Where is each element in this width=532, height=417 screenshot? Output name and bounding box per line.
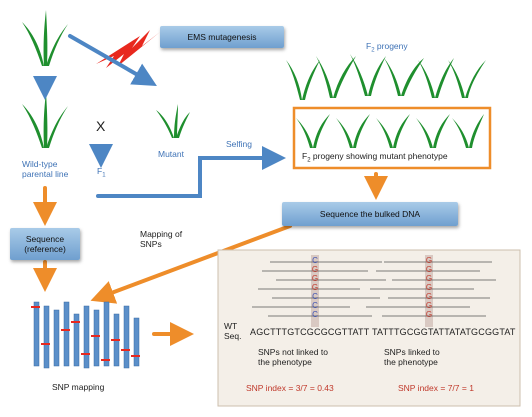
snp-base: C: [312, 301, 318, 310]
f2-phenotype-frame: [292, 106, 492, 170]
snp-index-right: SNP index = 7/7 = 1: [398, 383, 474, 393]
sequence-reference-label-1: Sequence: [25, 234, 65, 244]
snp-base: C: [312, 310, 318, 319]
snp-base: G: [311, 283, 319, 292]
wild-type-plant: [22, 92, 68, 148]
snp-column-highlight-right: [425, 255, 433, 327]
mutant-label: Mutant: [158, 149, 184, 159]
ems-mutagenesis-label: EMS mutagenesis: [187, 32, 257, 42]
sequence-reads: [252, 261, 496, 317]
snp-column-highlight-left: [311, 255, 319, 327]
snp-base: G: [425, 256, 433, 265]
snp-base: C: [312, 256, 318, 265]
f2-mutant-phenotype-label: F2 progeny showing mutant phenotype: [302, 151, 448, 164]
f1-label: F1: [97, 166, 106, 179]
snp-base: G: [425, 265, 433, 274]
snp-base: G: [425, 301, 433, 310]
blue-arrows: [33, 34, 286, 198]
sequence-bulked-label: Sequence the bulked DNA: [319, 209, 421, 219]
snp-index-left: SNP index = 3/7 = 0.43: [246, 383, 334, 393]
mutant-plant: [156, 104, 190, 138]
sequence-reference-label-2: (reference): [24, 244, 66, 254]
snp-base: G: [425, 274, 433, 283]
wt-sequence-left: AGCTTTGTCGCGCGTTATT: [250, 327, 370, 337]
snp-base: G: [311, 265, 319, 274]
wild-type-plant-top: [22, 10, 68, 66]
snp-base: G: [425, 310, 433, 319]
sequence-bulked-dna-box: Sequence the bulked DNA: [282, 202, 458, 226]
f2-progeny-plants: [286, 54, 486, 148]
chromosome-bars: [33, 301, 140, 369]
snp-base: G: [311, 274, 319, 283]
snp-base: G: [425, 283, 433, 292]
snp-base: G: [425, 292, 433, 301]
f2-progeny-label: F2 progeny: [366, 41, 408, 54]
snp-mapping-label: SNP mapping: [52, 382, 105, 392]
selfing-label: Selfing: [226, 139, 252, 149]
orange-arrows: [33, 172, 388, 346]
snp-base: C: [312, 292, 318, 301]
lightning-icon: [96, 30, 160, 68]
ems-mutagenesis-box: EMS mutagenesis: [160, 26, 284, 48]
sequence-reference-box: Sequence (reference): [10, 228, 80, 260]
cross-symbol: X: [96, 118, 106, 134]
snp-index-panel: [217, 249, 521, 407]
wt-sequence-right: TATTTGCGGTATTATATGCGGTAT: [372, 327, 516, 337]
snp-marks: [31, 306, 140, 361]
